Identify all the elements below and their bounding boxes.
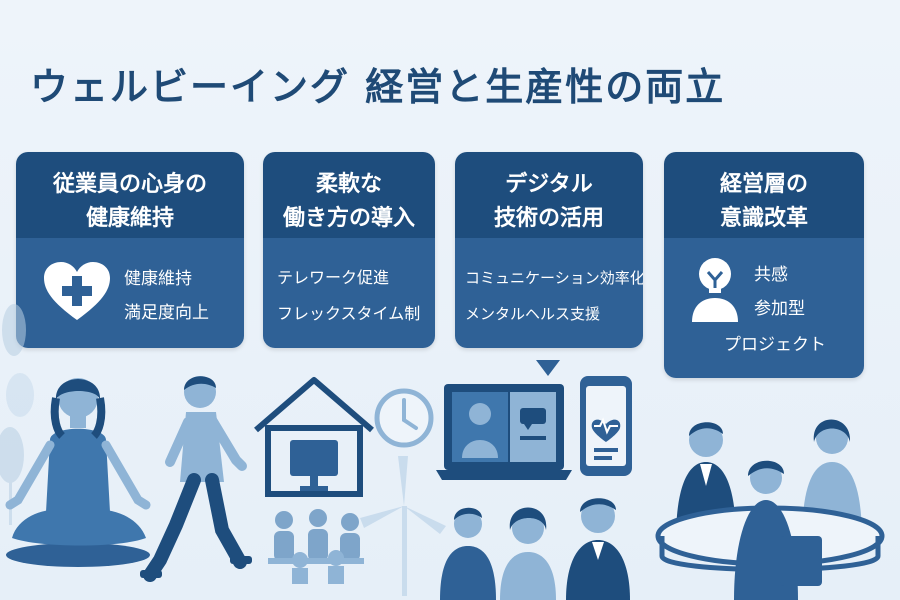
colleagues-group-icon xyxy=(440,498,630,600)
lightbulb-person-icon xyxy=(692,258,738,322)
card-heading-line: 健康維持 xyxy=(85,206,174,231)
laptop-video-call-icon xyxy=(436,384,572,480)
card-item: フレックスタイム制 xyxy=(277,304,421,323)
card-flexible-work: 柔軟な 働き方の導入 テレワーク促進 フレックスタイム制 xyxy=(263,152,435,348)
card-heading-line: 柔軟な xyxy=(315,172,382,197)
card-item: 健康維持 xyxy=(124,269,192,289)
card-body: 共感 参加型 プロジェクト xyxy=(664,238,864,378)
meeting-table-icon xyxy=(655,419,885,600)
card-item: 満足度向上 xyxy=(124,303,209,323)
card-body: 健康維持 満足度向上 xyxy=(16,238,244,348)
card-item: テレワーク促進 xyxy=(277,268,390,287)
card-item: 参加型 xyxy=(754,299,805,319)
home-office-icon xyxy=(254,377,374,497)
card-heading-line: 従業員の心身の xyxy=(52,172,207,197)
card-digital-tech: デジタル 技術の活用 コミュニケーション効率化 メンタルヘルス支援 xyxy=(455,152,643,348)
heart-plus-icon xyxy=(44,262,110,320)
card-body: コミュニケーション効率化 メンタルヘルス支援 xyxy=(455,238,643,348)
card-heading-line: 意識改革 xyxy=(719,206,808,231)
page-title: ウェルビーイング 経営と生産性の両立 xyxy=(30,65,726,109)
meditating-person-icon xyxy=(5,378,151,567)
speech-pointer xyxy=(536,360,560,376)
card-heading-line: 経営層の xyxy=(719,172,808,197)
wind-turbine-icon xyxy=(360,456,446,596)
card-heading: 柔軟な 働き方の導入 xyxy=(263,152,435,238)
clock-icon xyxy=(374,388,434,448)
walking-person-icon xyxy=(140,376,252,582)
card-management-mindset: 経営層の 意識改革 共感 参加型 プロジェクト xyxy=(664,152,864,378)
card-body: テレワーク促進 フレックスタイム制 xyxy=(263,238,435,348)
card-heading-line: 技術の活用 xyxy=(493,206,604,231)
card-heading: デジタル 技術の活用 xyxy=(455,152,643,238)
card-employee-health: 従業員の心身の 健康維持 健康維持 満足度向上 xyxy=(16,152,244,348)
card-item: メンタルヘルス支援 xyxy=(465,305,601,323)
card-item: プロジェクト xyxy=(724,335,826,355)
card-item: コミュニケーション効率化 xyxy=(465,269,643,287)
card-heading: 従業員の心身の 健康維持 xyxy=(16,152,244,238)
team-group-icon xyxy=(268,509,364,584)
smartphone-health-icon xyxy=(580,376,632,476)
card-heading-line: 働き方の導入 xyxy=(282,206,415,231)
card-heading: 経営層の 意識改革 xyxy=(664,152,864,238)
card-item: 共感 xyxy=(754,265,788,285)
card-heading-line: デジタル xyxy=(505,172,593,197)
plant-icon xyxy=(0,304,34,525)
